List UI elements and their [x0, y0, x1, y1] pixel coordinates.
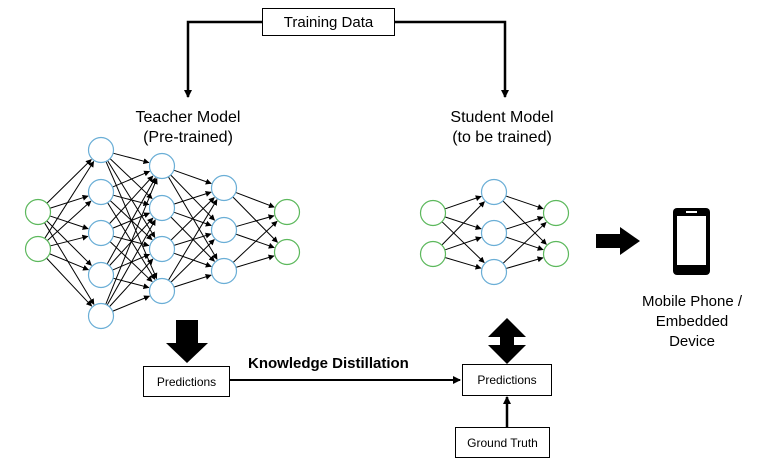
network-edge [112, 295, 150, 312]
network-edge [444, 257, 482, 270]
network-edge [170, 197, 215, 241]
hidden-node [210, 174, 238, 202]
network-edge [49, 234, 89, 247]
hidden-node [87, 178, 115, 206]
teacher-model-title: Teacher Model (Pre-trained) [108, 108, 268, 148]
knowledge-distillation-label: Knowledge Distillation [248, 355, 409, 372]
network-edge [232, 196, 278, 243]
training-to-teacher-arrow [184, 20, 262, 98]
input-node [24, 235, 52, 263]
hidden-node [480, 219, 508, 247]
teacher-title-line2: (Pre-trained) [143, 129, 233, 146]
hidden-node [148, 235, 176, 263]
input-node [24, 198, 52, 226]
hidden-node [148, 152, 176, 180]
device-label-line3: Device [669, 333, 715, 350]
output-node [273, 198, 301, 226]
network-edge [49, 194, 89, 209]
network-edge [168, 199, 218, 281]
network-edge [505, 256, 544, 269]
network-edge [235, 254, 275, 268]
network-edge [441, 201, 485, 246]
student-title-line2: (to be trained) [452, 129, 552, 146]
hidden-node [87, 136, 115, 164]
network-edge [441, 221, 485, 263]
output-node [273, 238, 301, 266]
hidden-node [480, 178, 508, 206]
network-edge [106, 219, 156, 306]
output-node [542, 199, 570, 227]
ground-truth-label: Ground Truth [467, 435, 538, 450]
mobile-phone-icon [673, 208, 710, 275]
network-edge [502, 221, 547, 264]
teacher-predictions-label: Predictions [156, 374, 217, 389]
hidden-node [87, 302, 115, 330]
network-edge [173, 169, 212, 185]
network-edge [49, 253, 89, 271]
student-predictions-label: Predictions [477, 373, 537, 387]
network-edge [505, 215, 544, 230]
device-label: Mobile Phone / Embedded Device [622, 292, 762, 352]
network-edge [46, 257, 93, 307]
network-edge [173, 252, 212, 268]
network-edge [235, 214, 275, 228]
network-edge [44, 160, 95, 239]
network-edge [105, 178, 158, 305]
network-edge [49, 215, 89, 230]
network-edge [46, 159, 92, 204]
training-data-box: Training Data [262, 8, 395, 36]
network-edge [173, 190, 212, 205]
hidden-node [148, 277, 176, 305]
network-edge [112, 152, 150, 165]
hidden-node [480, 258, 508, 286]
network-edge [173, 273, 212, 288]
training-to-student-arrow [395, 20, 509, 98]
network-edge [46, 220, 92, 266]
network-edge [109, 258, 154, 308]
teacher-title-line1: Teacher Model [135, 109, 241, 126]
network-edge [444, 195, 482, 210]
training-data-label: Training Data [283, 13, 374, 31]
network-edge [46, 200, 92, 241]
ground-truth-box: Ground Truth [455, 427, 550, 458]
device-label-line2: Embedded [655, 313, 729, 330]
student-predictions-double-arrow [488, 318, 526, 364]
hidden-node [210, 257, 238, 285]
network-edge [235, 233, 275, 249]
network-edge [112, 170, 151, 188]
student-model-title: Student Model (to be trained) [417, 108, 587, 148]
teacher-to-predictions-arrow [166, 320, 208, 363]
student-network [419, 178, 570, 286]
teacher-predictions-box: Predictions [143, 366, 230, 397]
hidden-node [87, 261, 115, 289]
hidden-node [210, 216, 238, 244]
student-to-device-arrow [596, 227, 640, 255]
device-label-line1: Mobile Phone / [641, 293, 743, 310]
network-edge [232, 220, 278, 263]
teacher-network [24, 136, 301, 330]
hidden-node [148, 194, 176, 222]
network-edge [106, 177, 156, 265]
network-edge [505, 195, 544, 210]
network-edge [444, 236, 482, 251]
network-edge [109, 175, 154, 225]
hidden-node [87, 219, 115, 247]
network-edge [235, 191, 275, 209]
student-title-line1: Student Model [450, 109, 554, 126]
output-node [542, 240, 570, 268]
student-predictions-box: Predictions [462, 364, 552, 396]
input-node [419, 240, 447, 268]
network-edge [170, 239, 215, 283]
input-node [419, 199, 447, 227]
